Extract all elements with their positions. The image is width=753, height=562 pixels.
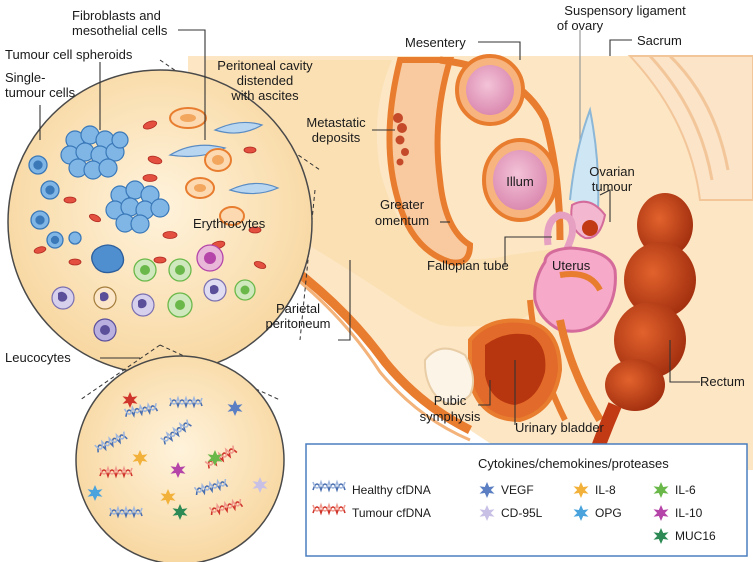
svg-text:IL-6: IL-6 [675, 483, 696, 497]
legend: Cytokines/chemokines/proteases Healthy c… [305, 443, 748, 557]
svg-text:CD-95L: CD-95L [501, 506, 543, 520]
legend-muc16: MUC16 [653, 528, 716, 544]
label-single-1: Single- [5, 70, 45, 85]
label-cavity-1: Peritoneal cavity [217, 58, 313, 73]
label-pubic-2: symphysis [420, 409, 481, 424]
label-suspensory-1: Suspensory ligament [564, 3, 686, 18]
ascites-magnified-view [7, 59, 321, 375]
label-metastatic-2: deposits [312, 130, 361, 145]
single-tumour-cells [28, 155, 82, 249]
suspensory-ligament [569, 106, 600, 211]
label-parietal-2: peritoneum [265, 316, 330, 331]
leucocytes [51, 258, 256, 342]
pink-cell [196, 244, 224, 272]
uterus [533, 246, 617, 333]
label-pubic-1: Pubic [434, 393, 467, 408]
legend-cd95l: CD-95L [479, 505, 543, 521]
leader-lines [39, 29, 700, 425]
label-suspensory-2: of ovary [557, 18, 604, 33]
label-illum: Illum [506, 174, 533, 189]
label-parietal-1: Parietal [276, 301, 320, 316]
legend-vegf: VEGF [479, 482, 534, 498]
ovarian-tumour [582, 220, 598, 236]
label-ovarian-2: tumour [592, 179, 633, 194]
label-fibroblasts-2: mesothelial cells [72, 23, 168, 38]
label-erythrocytes: Erythrocytes [193, 216, 266, 231]
tumour-cell-spheroid [60, 125, 129, 180]
svg-text:MUC16: MUC16 [675, 529, 716, 543]
legend-title: Cytokines/chemokines/proteases [478, 456, 669, 471]
greater-omentum [386, 57, 474, 266]
tumour-cell-spheroid-2 [105, 180, 170, 234]
sacrum [627, 55, 753, 201]
legend-il6: IL-6 [653, 482, 696, 498]
fibroblasts [168, 121, 280, 195]
label-spheroids: Tumour cell spheroids [5, 47, 133, 62]
svg-text:IL-8: IL-8 [595, 483, 616, 497]
legend-tumour-label: Tumour cfDNA [352, 506, 431, 520]
label-metastatic-1: Metastatic [306, 115, 366, 130]
peritoneal-cavity [205, 60, 560, 327]
label-cavity-2: distended [237, 73, 293, 88]
mesothelial-cells [169, 107, 245, 226]
label-bladder: Urinary bladder [515, 420, 605, 435]
label-mesentery: Mesentery [405, 35, 466, 50]
pubic-symphysis [423, 347, 475, 405]
legend-box [305, 443, 748, 557]
erythrocytes [33, 120, 267, 269]
label-fallopian: Fallopian tube [427, 258, 509, 273]
svg-text:VEGF: VEGF [501, 483, 534, 497]
svg-text:OPG: OPG [595, 506, 622, 520]
label-rectum: Rectum [700, 374, 745, 389]
label-sacrum: Sacrum [637, 33, 682, 48]
metastatic-deposits [393, 113, 409, 166]
text-labels: Fibroblasts and mesothelial cells Tumour… [5, 3, 745, 435]
label-ovarian-1: Ovarian [589, 164, 635, 179]
legend-opg: OPG [573, 505, 622, 521]
body-cross-section [183, 30, 753, 474]
label-leucocytes: Leucocytes [5, 350, 71, 365]
label-single-2: tumour cells [5, 85, 76, 100]
label-fibroblasts-1: Fibroblasts and [72, 8, 161, 23]
label-greater-2: omentum [375, 213, 429, 228]
legend-healthy-label: Healthy cfDNA [352, 483, 431, 497]
label-cavity-3: with ascites [230, 88, 299, 103]
rectum [583, 193, 696, 473]
svg-text:IL-10: IL-10 [675, 506, 703, 520]
macrophage [91, 244, 125, 274]
label-greater-1: Greater [380, 197, 425, 212]
legend-il10: IL-10 [653, 505, 703, 521]
legend-il8: IL-8 [573, 482, 616, 498]
cfdna-magnified-view [75, 344, 285, 562]
legend-healthy-cfdna: Healthy cfDNA [312, 481, 431, 497]
legend-tumour-cfdna: Tumour cfDNA [312, 504, 431, 520]
label-uterus: Uterus [552, 258, 591, 273]
